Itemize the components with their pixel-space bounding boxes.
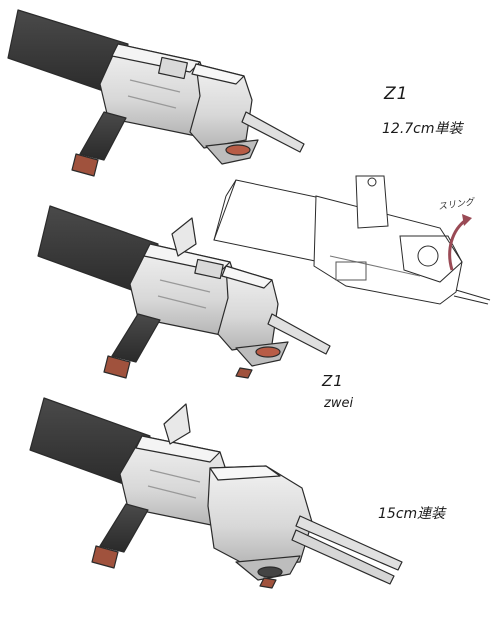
label-mid-name: Z1 (322, 372, 344, 390)
gun-mid-z1-zwei (37, 205, 331, 379)
label-top-name: Z1 (384, 84, 409, 104)
label-bottom-spec: 15cm連装 (378, 506, 446, 522)
line-sketch-side-view (213, 175, 491, 305)
label-mid-sub: zwei (324, 396, 354, 411)
gun-bottom-15cm-twin (29, 397, 403, 589)
gun-top-12-7cm-single (7, 9, 305, 177)
label-top-spec: 12.7cm単装 (382, 121, 463, 137)
sling-arrow (448, 218, 467, 271)
